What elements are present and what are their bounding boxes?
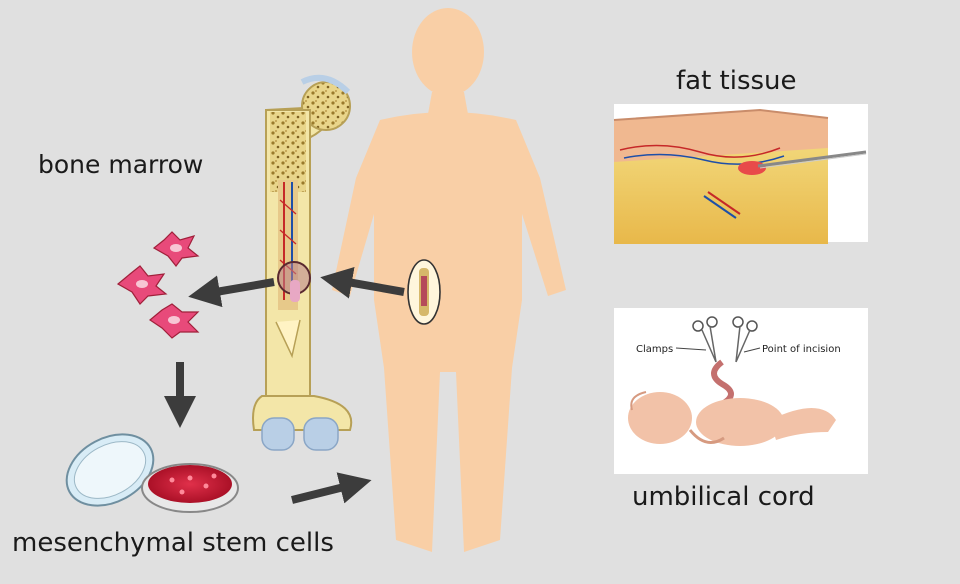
clamps-label: Clamps <box>636 344 673 355</box>
mesenchymal-stem-cells-label: mesenchymal stem cells <box>12 528 334 558</box>
bone-marrow-label: bone marrow <box>38 150 204 179</box>
petri-dish-icon <box>65 433 239 513</box>
femur-bone-icon <box>252 74 353 451</box>
incision-label: Point of incision <box>762 344 841 355</box>
fat-tissue-label: fat tissue <box>676 66 797 96</box>
arrows <box>164 267 405 504</box>
fat-tissue-cross-section-icon <box>613 104 868 244</box>
human-silhouette-icon <box>332 8 566 552</box>
umbilical-cord-label: umbilical cord <box>632 482 815 512</box>
arrow-bone-to-cells <box>188 275 275 308</box>
arrow-dish-to-body <box>291 472 372 504</box>
stem-cell-icon <box>116 231 200 339</box>
arrow-body-to-bone <box>320 267 405 299</box>
newborn-umbilical-cord-icon: Clamps Point of incision <box>614 308 868 474</box>
